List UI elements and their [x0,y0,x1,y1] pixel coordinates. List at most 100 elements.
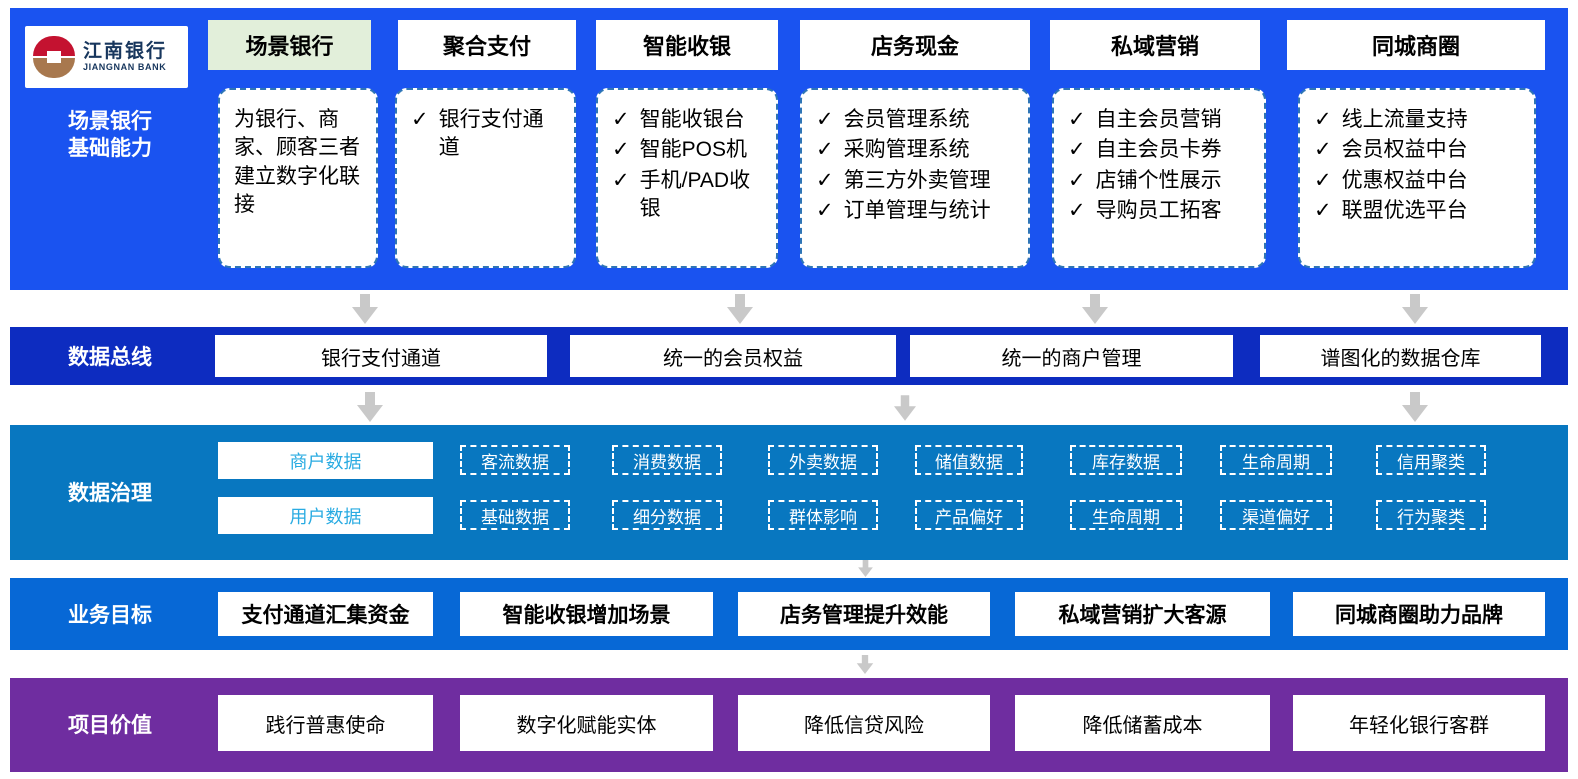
down-arrow-icon [727,294,753,324]
capability-item-text: 第三方外卖管理 [843,168,991,192]
check-icon: ✓ [816,108,834,131]
merchant-chip: 库存数据 [1070,445,1182,475]
user-chip: 细分数据 [612,500,722,530]
capability-item-text: 智能收银台 [639,108,745,131]
tab-private-marketing[interactable]: 私域营销 [1050,20,1260,70]
capability-item-text: 智能POS机 [639,138,747,162]
bank-logo: 江南银行 JIANGNAN BANK [25,26,188,88]
business-goals-band: 业务目标 支付通道汇集资金 智能收银增加场景 店务管理提升效能 私域营销扩大客源… [10,578,1568,650]
capability-item: ✓ 订单管理与统计 [816,197,1016,225]
check-icon: ✓ [1068,138,1086,162]
user-chip: 产品偏好 [915,500,1023,530]
down-arrow-icon [1082,294,1108,324]
capability-item-text: 自主会员卡券 [1095,138,1222,162]
goal-box: 店务管理提升效能 [738,592,990,636]
check-icon: ✓ [816,168,834,192]
capability-box-payment: ✓ 银行支付通道 [395,88,576,268]
tab-city-circle[interactable]: 同城商圈 [1287,20,1545,70]
capability-item: ✓ 会员管理系统 [816,106,1016,134]
check-icon: ✓ [1314,199,1332,223]
capability-item: ✓导购员工拓客 [1068,197,1252,225]
project-values-band-label: 项目价值 [68,714,152,737]
check-icon: ✓ [612,138,630,162]
tab-scene-bank[interactable]: 场景银行 [208,20,371,70]
check-icon: ✓ [1314,168,1332,192]
check-icon: ✓ [612,168,630,192]
user-data-header: 用户数据 [218,497,433,534]
goal-box: 支付通道汇集资金 [218,592,433,636]
capability-item-text: 自主会员营销 [1095,108,1222,131]
merchant-chip: 生命周期 [1220,445,1332,475]
down-arrow-icon [357,392,383,422]
merchant-chip: 储值数据 [915,445,1023,475]
data-bus-band-label: 数据总线 [68,346,152,369]
capability-item-text: 优惠权益中台 [1341,168,1468,192]
check-icon: ✓ [1068,108,1086,131]
merchant-chip: 客流数据 [460,445,570,475]
data-governance-band-label: 数据治理 [68,482,152,505]
data-bus-box: 统一的商户管理 [910,335,1233,377]
capability-item-text: 手机/PAD收银 [639,168,751,221]
capability-item: ✓采购管理系统 [816,136,1016,164]
tab-aggregate-payment[interactable]: 聚合支付 [398,20,576,70]
value-box: 降低信贷风险 [738,695,990,751]
capability-item: ✓ 第三方外卖管理 [816,167,1016,195]
down-arrow-icon [1402,392,1428,422]
user-chip: 行为聚类 [1376,500,1486,530]
capability-item-text: 联盟优选平台 [1341,199,1468,223]
value-box: 降低储蓄成本 [1015,695,1270,751]
logo-bottom-arc [33,58,75,78]
capability-item-text: 采购管理系统 [843,138,970,162]
bank-name-cn: 江南银行 [83,40,168,62]
capability-item-text: 为银行、商家、顾客三者建立数字化联接 [234,108,360,217]
capability-item: ✓ 自主会员卡券 [1068,136,1252,164]
value-box: 数字化赋能实体 [460,695,713,751]
user-chip: 基础数据 [460,500,570,530]
merchant-chip: 信用聚类 [1376,445,1486,475]
capability-item: ✓ 智能POS机 [612,136,764,164]
capability-item: ✓ 优惠权益中台 [1314,167,1522,195]
down-arrow-icon [1402,294,1428,324]
capability-item-text: 会员管理系统 [843,108,970,131]
data-bus-box: 统一的会员权益 [570,335,896,377]
capability-item-text: 线上流量支持 [1341,108,1468,131]
down-arrow-icon [857,560,874,577]
logo-top-arc [33,36,75,56]
project-values-band: 项目价值 践行普惠使命 数字化赋能实体 降低信贷风险 降低储蓄成本 年轻化银行客… [10,678,1568,772]
user-chip: 生命周期 [1070,500,1182,530]
check-icon: ✓ [1068,199,1086,223]
capability-box-scene: 为银行、商家、顾客三者建立数字化联接 [218,88,378,268]
check-icon: ✓ [411,108,429,131]
tab-smart-cashier[interactable]: 智能收银 [596,20,778,70]
data-governance-band: 数据治理 商户数据 用户数据 客流数据 消费数据 外卖数据 储值数据 库存数据 … [10,425,1568,560]
down-arrow-icon [352,294,378,324]
capability-item-text: 订单管理与统计 [843,199,991,223]
merchant-chip: 消费数据 [612,445,722,475]
capability-item: 为银行、商家、顾客三者建立数字化联接 [234,106,364,219]
goal-box: 同城商圈助力品牌 [1293,592,1545,636]
capability-box-marketing: ✓自主会员营销 ✓自主会员卡券 ✓店铺个性展示 ✓导购员工拓客 [1052,88,1266,268]
check-icon: ✓ [612,108,630,131]
bank-logo-text: 江南银行 JIANGNAN BANK [83,40,168,73]
goal-box: 私域营销扩大客源 [1015,592,1270,636]
check-icon: ✓ [816,199,834,223]
capability-item: ✓ 手机/PAD收银 [612,167,764,224]
capability-item: ✓ 自主会员营销 [1068,106,1252,134]
capability-item-text: 店铺个性展示 [1095,168,1222,192]
down-arrow-icon [894,395,916,421]
tab-store-cash[interactable]: 店务现金 [800,20,1030,70]
user-chip: 渠道偏好 [1220,500,1332,530]
capability-item: ✓线上流量支持 [1314,106,1522,134]
merchant-chip: 外卖数据 [768,445,878,475]
check-icon: ✓ [1314,138,1332,162]
capability-item: ✓店铺个性展示 [1068,167,1252,195]
goal-box: 智能收银增加场景 [460,592,713,636]
capability-item-text: 银行支付通道 [438,108,544,160]
data-bus-band: 数据总线 银行支付通道 统一的会员权益 统一的商户管理 谱图化的数据仓库 [10,327,1568,385]
capability-box-cashier: ✓ 智能收银台 ✓ 智能POS机 ✓ 手机/PAD收银 [596,88,778,268]
capability-item: ✓ 银行支付通道 [411,106,562,163]
capability-band: 江南银行 JIANGNAN BANK 场景银行 基础能力 场景银行 聚合支付 智… [10,8,1568,290]
value-box: 践行普惠使命 [218,695,433,751]
capability-box-circle: ✓线上流量支持 ✓会员权益中台 ✓优惠权益中台 ✓联盟优选平台 [1298,88,1536,268]
data-bus-box: 银行支付通道 [215,335,547,377]
